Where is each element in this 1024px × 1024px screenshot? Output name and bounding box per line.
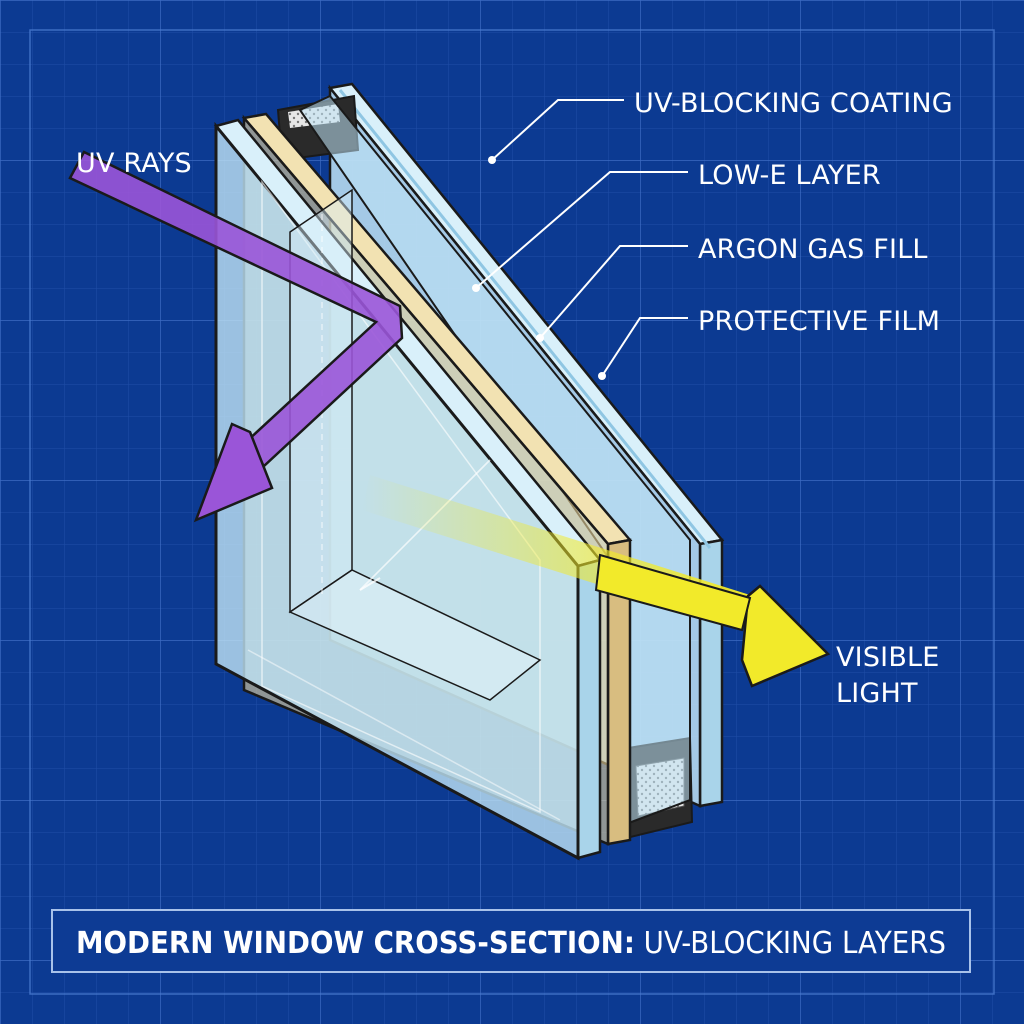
argon-gas-fill-label: ARGON GAS FILL	[698, 234, 928, 265]
uv-rays-arrow	[68, 150, 404, 523]
title-light-part: UV-BLOCKING LAYERS	[635, 926, 946, 961]
visible-light-label-line2: LIGHT	[836, 678, 918, 709]
uv-rays-label: UV RAYS	[76, 148, 192, 179]
uv-blocking-coating-label: UV-BLOCKING COATING	[634, 88, 953, 119]
leader-lines	[472, 99, 688, 380]
protective-film-label: PROTECTIVE FILM	[698, 306, 940, 337]
title-box: MODERN WINDOW CROSS-SECTION: UV-BLOCKING…	[51, 909, 971, 973]
visible-light-arrow	[362, 475, 831, 688]
title-bold-part: MODERN WINDOW CROSS-SECTION:	[76, 926, 635, 961]
diagram-title: MODERN WINDOW CROSS-SECTION: UV-BLOCKING…	[76, 926, 946, 961]
low-e-layer-label: LOW-E LAYER	[698, 160, 881, 191]
visible-light-label-line1: VISIBLE	[836, 642, 940, 673]
